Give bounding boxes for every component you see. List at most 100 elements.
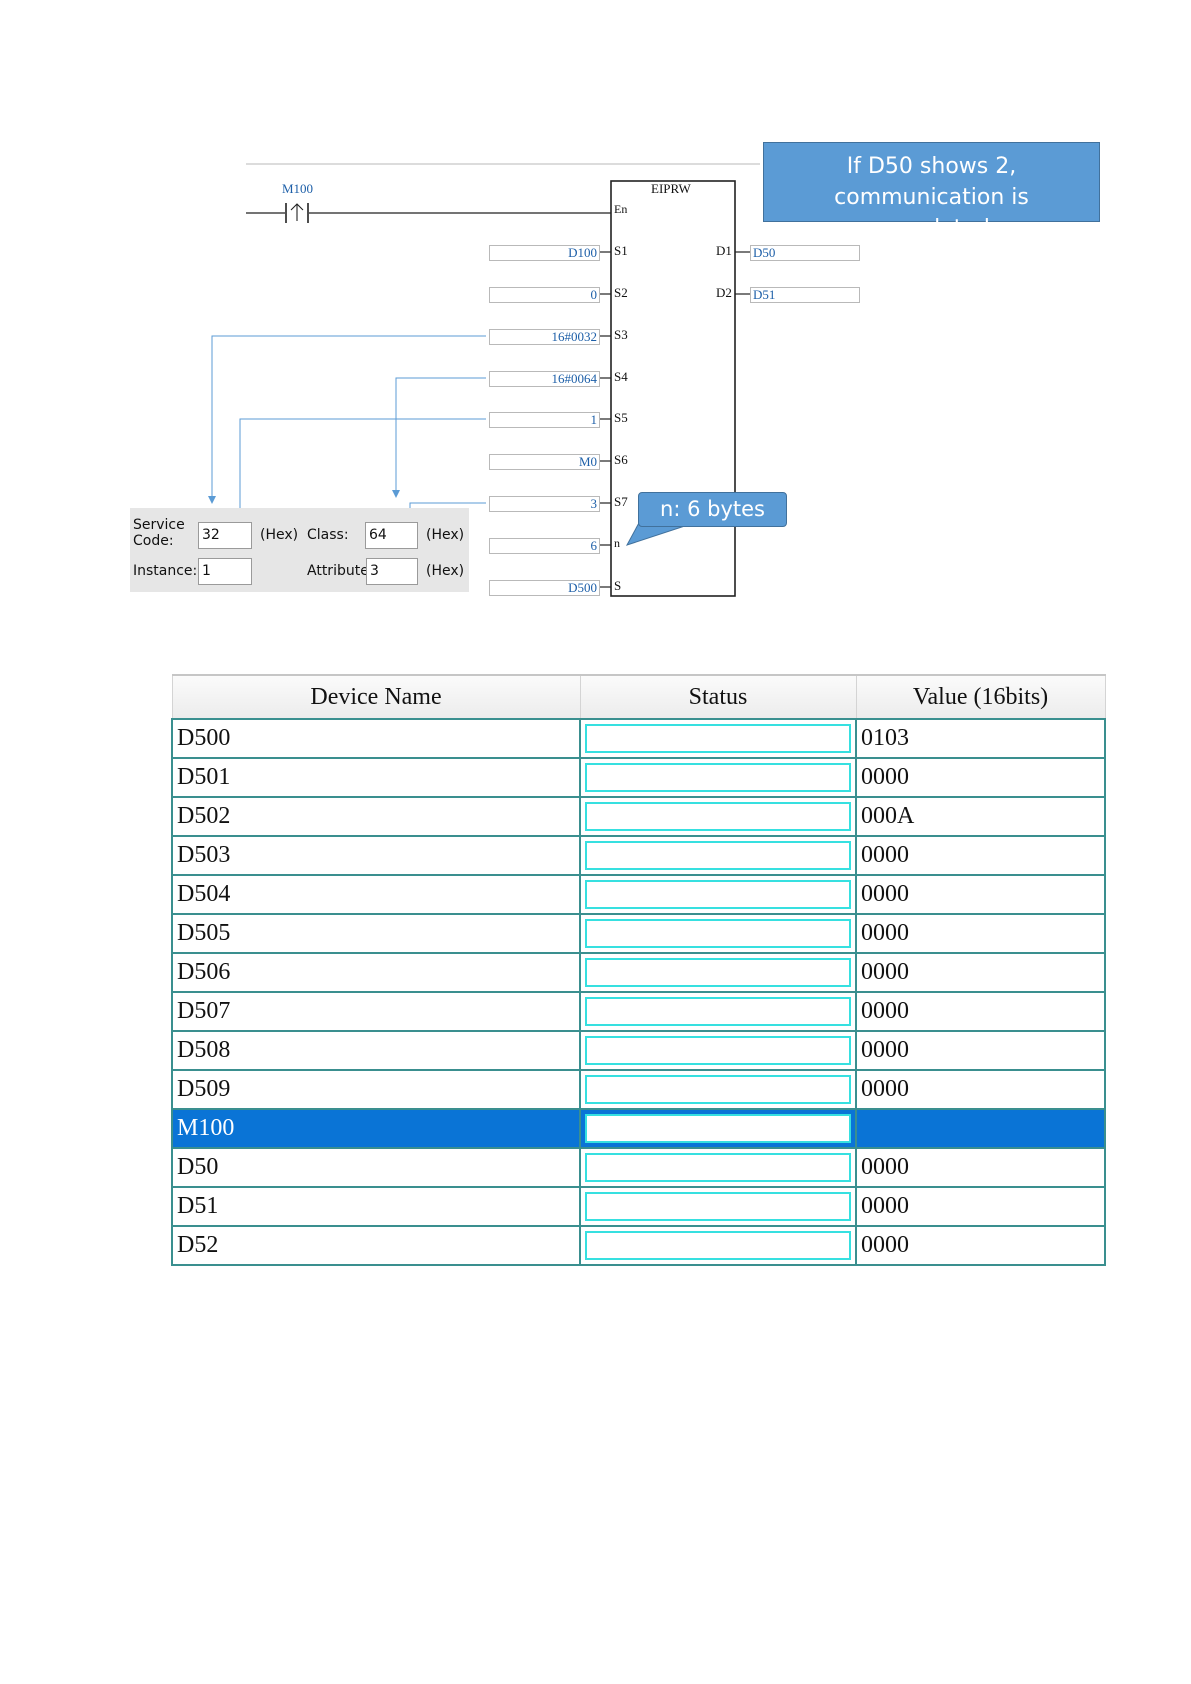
device-name-cell[interactable]: D502 [171, 796, 581, 837]
operand-s1[interactable]: D100 [489, 245, 600, 261]
status-cell[interactable] [579, 757, 857, 798]
status-cell[interactable] [579, 1030, 857, 1071]
status-indicator [585, 1075, 851, 1104]
device-name-cell[interactable]: M100 [171, 1108, 581, 1149]
value-cell[interactable]: 0000 [855, 1225, 1106, 1266]
status-cell[interactable] [579, 874, 857, 915]
value-cell[interactable]: 0000 [855, 1186, 1106, 1227]
device-name-cell[interactable]: D504 [171, 874, 581, 915]
table-row[interactable]: D505 0000 [171, 913, 1106, 954]
device-name-cell[interactable]: D52 [171, 1225, 581, 1266]
table-row[interactable]: D50 0000 [171, 1147, 1106, 1188]
table-row[interactable]: D51 0000 [171, 1186, 1106, 1227]
status-cell[interactable] [579, 913, 857, 954]
pin-s1-label: S1 [614, 243, 628, 258]
operand-s4[interactable]: 16#0064 [489, 371, 600, 387]
device-name-cell[interactable]: D509 [171, 1069, 581, 1110]
value-cell[interactable]: 0000 [855, 1147, 1106, 1188]
value-cell[interactable]: 000A [855, 796, 1106, 837]
table-header-row: Device Name Status Value (16bits) [171, 674, 1106, 720]
column-header-device-name[interactable]: Device Name [171, 674, 581, 720]
pin-d2-label: D2 [716, 285, 732, 300]
status-cell[interactable] [579, 991, 857, 1032]
status-indicator [585, 1036, 851, 1065]
value-cell[interactable]: 0000 [855, 874, 1106, 915]
status-indicator [585, 1192, 851, 1221]
status-cell[interactable] [579, 835, 857, 876]
table-row[interactable]: M100 [171, 1108, 1106, 1149]
device-name-cell[interactable]: D51 [171, 1186, 581, 1227]
table-row[interactable]: D504 0000 [171, 874, 1106, 915]
pin-s4-label: S4 [614, 369, 628, 384]
value-cell[interactable]: 0000 [855, 1030, 1106, 1071]
status-indicator [585, 1231, 851, 1260]
device-name-cell[interactable]: D506 [171, 952, 581, 993]
device-name-cell[interactable]: D508 [171, 1030, 581, 1071]
operand-s7[interactable]: 3 [489, 496, 600, 512]
status-cell[interactable] [579, 1069, 857, 1110]
operand-s3[interactable]: 16#0032 [489, 329, 600, 345]
operand-s2[interactable]: 0 [489, 287, 600, 303]
status-cell[interactable] [579, 1147, 857, 1188]
class-field[interactable]: 64 [365, 522, 418, 549]
device-name-cell[interactable]: D50 [171, 1147, 581, 1188]
column-header-value[interactable]: Value (16bits) [855, 674, 1106, 720]
attribute-label: Attribute: [307, 563, 374, 579]
pin-s3-label: S3 [614, 327, 628, 342]
value-cell[interactable]: 0000 [855, 757, 1106, 798]
device-name-cell[interactable]: D503 [171, 835, 581, 876]
value-cell[interactable] [855, 1108, 1106, 1149]
device-name-cell[interactable]: D507 [171, 991, 581, 1032]
table-row[interactable]: D500 0103 [171, 718, 1106, 759]
pin-s2-label: S2 [614, 285, 628, 300]
class-label: Class: [307, 527, 349, 543]
device-monitor-table: Device Name Status Value (16bits) D500 01… [171, 674, 1106, 1266]
status-indicator [585, 958, 851, 987]
table-row[interactable]: D502 000A [171, 796, 1106, 837]
status-cell[interactable] [579, 796, 857, 837]
status-indicator [585, 997, 851, 1026]
pin-d1-label: D1 [716, 243, 732, 258]
status-indicator [585, 880, 851, 909]
table-row[interactable]: D501 0000 [171, 757, 1106, 798]
service-code-field[interactable]: 32 [198, 522, 252, 549]
status-cell[interactable] [579, 1225, 857, 1266]
device-name-cell[interactable]: D505 [171, 913, 581, 954]
table-row[interactable]: D509 0000 [171, 1069, 1106, 1110]
contact-label: M100 [282, 181, 314, 196]
operand-n[interactable]: 6 [489, 538, 600, 554]
value-cell[interactable]: 0000 [855, 1069, 1106, 1110]
status-cell[interactable] [579, 1186, 857, 1227]
table-row[interactable]: D507 0000 [171, 991, 1106, 1032]
attribute-field[interactable]: 3 [366, 558, 418, 585]
rising-edge-contact-icon[interactable] [285, 203, 309, 223]
status-cell[interactable] [579, 718, 857, 759]
operand-s5[interactable]: 1 [489, 412, 600, 428]
value-cell[interactable]: 0103 [855, 718, 1106, 759]
operand-s6[interactable]: M0 [489, 454, 600, 470]
status-cell[interactable] [579, 1108, 857, 1149]
hex-label-1: (Hex) [260, 527, 299, 543]
device-name-cell[interactable]: D501 [171, 757, 581, 798]
ladder-diagram: M100 EIPRW En D100 S1 0 S2 16#0032 S3 16… [0, 0, 1191, 620]
table-row[interactable]: D506 0000 [171, 952, 1106, 993]
status-indicator [585, 1114, 851, 1143]
status-cell[interactable] [579, 952, 857, 993]
instance-field[interactable]: 1 [198, 558, 252, 585]
device-name-cell[interactable]: D500 [171, 718, 581, 759]
hex-label-2: (Hex) [426, 527, 465, 543]
table-row[interactable]: D508 0000 [171, 1030, 1106, 1071]
value-cell[interactable]: 0000 [855, 991, 1106, 1032]
value-cell[interactable]: 0000 [855, 952, 1106, 993]
operand-d1[interactable]: D50 [750, 245, 860, 261]
status-indicator [585, 724, 851, 753]
operand-s[interactable]: D500 [489, 580, 600, 596]
operand-d2[interactable]: D51 [750, 287, 860, 303]
value-cell[interactable]: 0000 [855, 913, 1106, 954]
value-cell[interactable]: 0000 [855, 835, 1106, 876]
pin-en-label: En [614, 202, 628, 216]
table-row[interactable]: D503 0000 [171, 835, 1106, 876]
column-header-status[interactable]: Status [579, 674, 857, 720]
table-row[interactable]: D52 0000 [171, 1225, 1106, 1266]
